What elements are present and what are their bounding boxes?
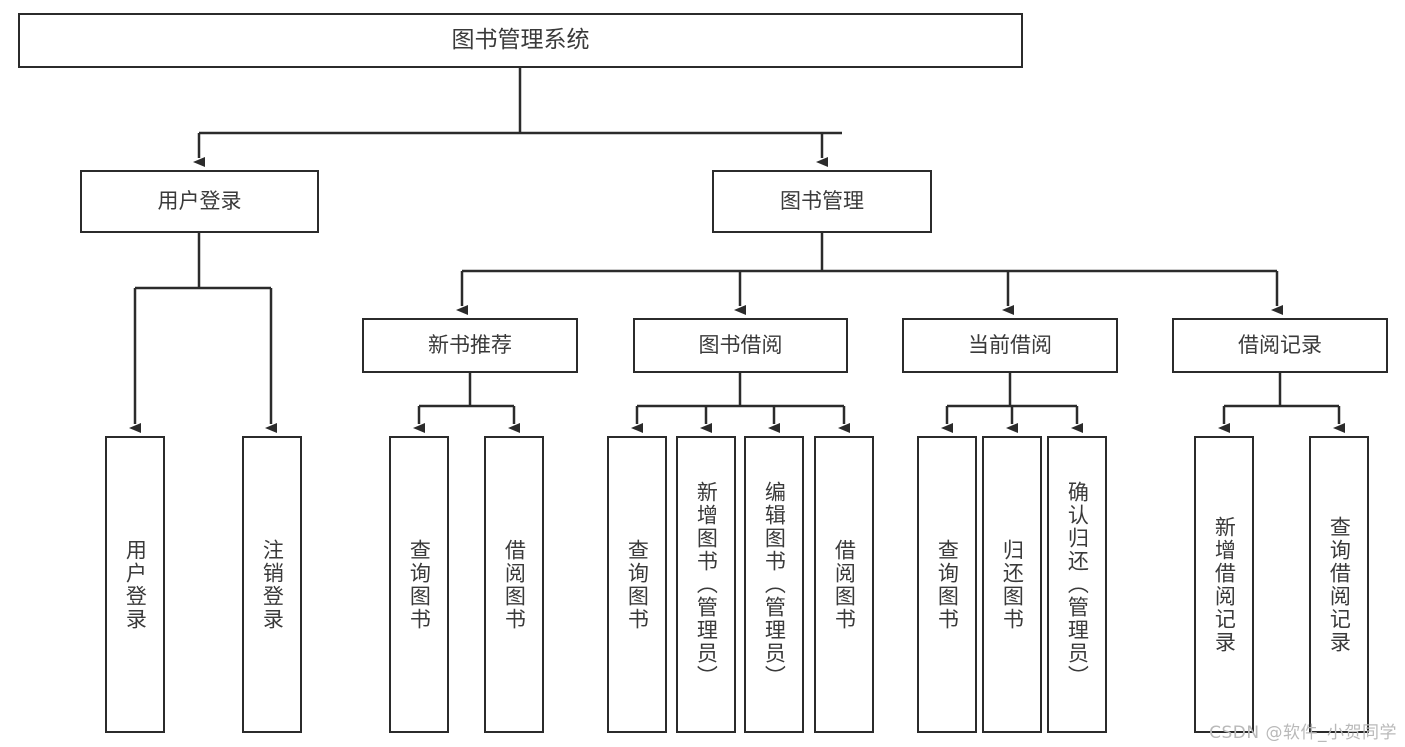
leaf-current-borrow-query[interactable]: 查询图书: [917, 436, 977, 733]
node-new-book-recommend-label: 新书推荐: [428, 333, 512, 358]
leaf-new-book-query[interactable]: 查询图书: [389, 436, 449, 733]
node-book-management[interactable]: 图书管理: [712, 170, 932, 233]
leaf-user-login-logout[interactable]: 注销登录: [242, 436, 302, 733]
leaf-book-borrow-edit[interactable]: 编辑图书（管理员）: [744, 436, 804, 733]
leaf-label: 确认归还（管理员）: [1065, 481, 1090, 688]
leaf-book-borrow-add[interactable]: 新增图书（管理员）: [676, 436, 736, 733]
leaf-borrow-record-query[interactable]: 查询借阅记录: [1309, 436, 1369, 733]
leaf-label: 编辑图书（管理员）: [762, 481, 787, 688]
node-new-book-recommend[interactable]: 新书推荐: [362, 318, 578, 373]
node-borrow-record-label: 借阅记录: [1238, 333, 1322, 358]
leaf-label: 查询借阅记录: [1327, 515, 1352, 654]
leaf-label: 用户登录: [123, 538, 148, 631]
leaf-label: 归还图书: [1000, 538, 1025, 631]
leaf-new-book-borrow[interactable]: 借阅图书: [484, 436, 544, 733]
leaf-current-borrow-return[interactable]: 归还图书: [982, 436, 1042, 733]
leaf-label: 查询图书: [935, 538, 960, 631]
node-book-borrow[interactable]: 图书借阅: [633, 318, 848, 373]
leaf-label: 查询图书: [625, 538, 650, 631]
leaf-label: 借阅图书: [832, 538, 857, 631]
leaf-borrow-record-add[interactable]: 新增借阅记录: [1194, 436, 1254, 733]
node-user-login[interactable]: 用户登录: [80, 170, 319, 233]
leaf-book-borrow-query[interactable]: 查询图书: [607, 436, 667, 733]
leaf-current-borrow-confirm-return[interactable]: 确认归还（管理员）: [1047, 436, 1107, 733]
node-root-label: 图书管理系统: [451, 26, 590, 53]
node-borrow-record[interactable]: 借阅记录: [1172, 318, 1388, 373]
node-user-login-label: 用户登录: [157, 189, 242, 214]
node-book-borrow-label: 图书借阅: [698, 333, 783, 358]
leaf-label: 注销登录: [260, 538, 285, 631]
leaf-user-login-login[interactable]: 用户登录: [105, 436, 165, 733]
node-current-borrow[interactable]: 当前借阅: [902, 318, 1118, 373]
leaf-label: 查询图书: [407, 538, 432, 631]
leaf-label: 新增借阅记录: [1212, 515, 1237, 654]
node-current-borrow-label: 当前借阅: [968, 333, 1052, 358]
leaf-label: 新增图书（管理员）: [694, 481, 719, 688]
leaf-label: 借阅图书: [502, 538, 527, 631]
watermark-text: CSDN @软件_小贺同学: [1209, 723, 1397, 743]
node-root-system[interactable]: 图书管理系统: [18, 13, 1023, 68]
leaf-book-borrow-borrow[interactable]: 借阅图书: [814, 436, 874, 733]
node-book-management-label: 图书管理: [780, 189, 864, 214]
